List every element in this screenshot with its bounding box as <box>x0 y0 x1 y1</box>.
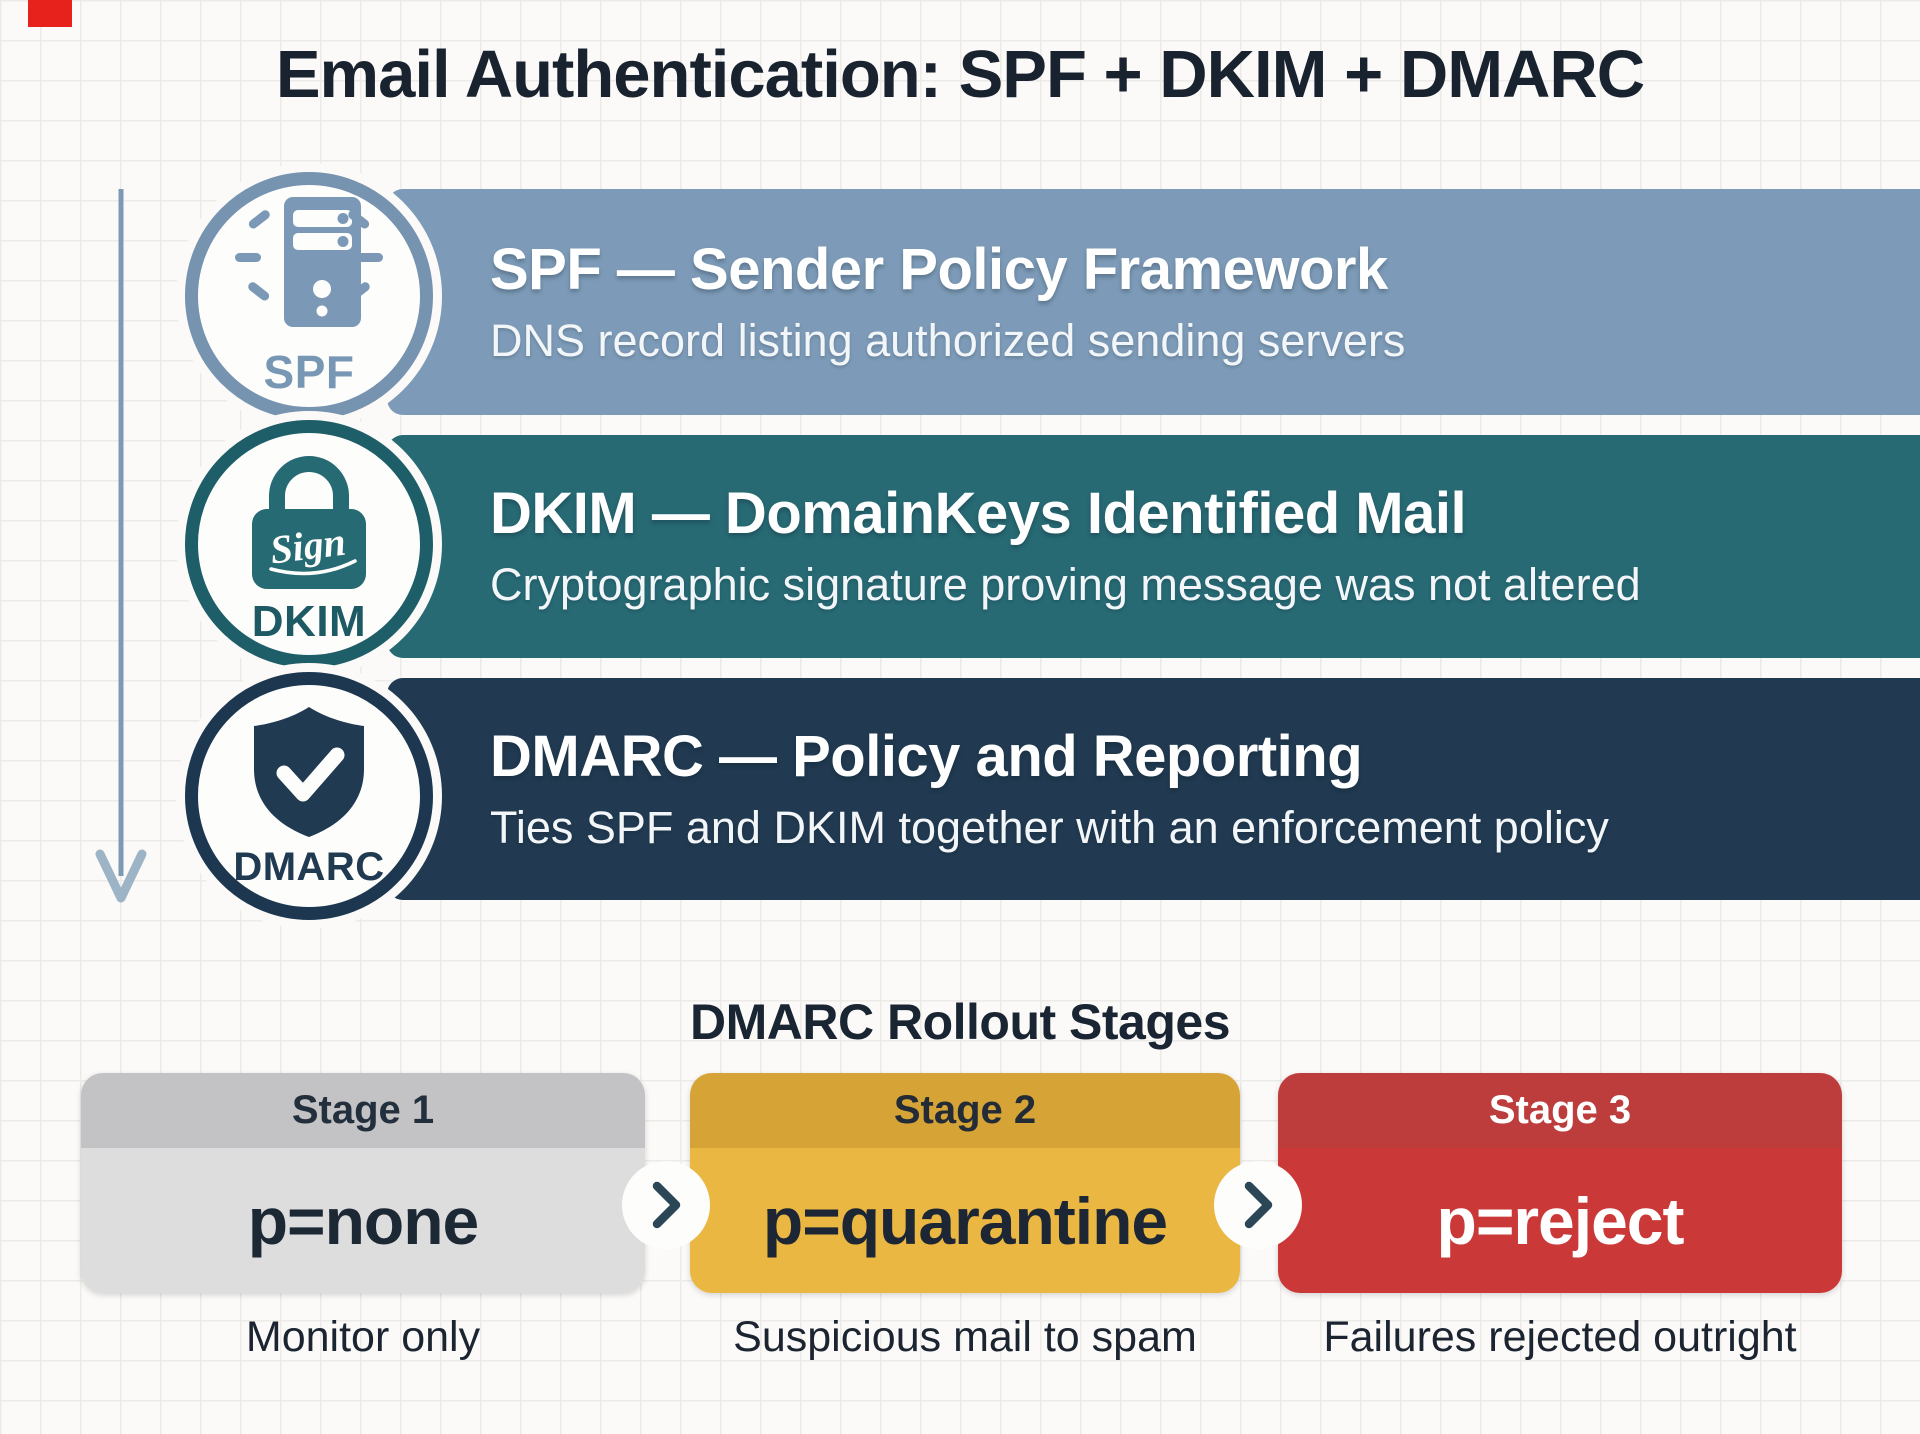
shield-check-icon <box>254 706 364 837</box>
stage-3-header: Stage 3 <box>1278 1073 1842 1148</box>
chevron-right-icon <box>652 1181 681 1229</box>
dmarc-subtitle: Ties SPF and DKIM together with an enfor… <box>490 801 1609 853</box>
page-title: Email Authentication: SPF + DKIM + DMARC <box>275 37 1645 112</box>
dkim-subtitle: Cryptographic signature proving message … <box>490 559 1641 611</box>
stage-1-policy: p=none <box>81 1148 645 1293</box>
dmarc-badge: DMARC <box>185 672 433 920</box>
dmarc-heading: DMARC — Policy and Reporting <box>490 723 1363 789</box>
stage-3-policy: p=reject <box>1278 1148 1842 1293</box>
dkim-badge-label: DKIM <box>251 597 367 646</box>
stage-2-policy: p=quarantine <box>690 1148 1240 1293</box>
dkim-heading: DKIM — DomainKeys Identified Mail <box>490 481 1467 547</box>
spf-bar: SPF — Sender Policy Framework DNS record… <box>387 189 1920 415</box>
stage-box-3: Stage 3 p=reject <box>1278 1073 1842 1293</box>
dkim-badge: Sign DKIM <box>185 420 433 668</box>
dkim-bar: DKIM — DomainKeys Identified Mail Crypto… <box>387 435 1920 658</box>
padlock-sign-icon: Sign <box>252 456 366 589</box>
server-icon <box>235 197 383 327</box>
dmarc-badge-label: DMARC <box>233 844 385 889</box>
flow-arrow-down <box>95 189 147 903</box>
stage-3-caption: Failures rejected outright <box>1323 1313 1797 1361</box>
svg-text:Sign: Sign <box>268 519 349 573</box>
stage-2-header: Stage 2 <box>690 1073 1240 1148</box>
stage-2-caption: Suspicious mail to spam <box>733 1313 1197 1361</box>
dmarc-bar: DMARC — Policy and Reporting Ties SPF an… <box>387 678 1920 900</box>
stage-box-1: Stage 1 p=none <box>81 1073 645 1293</box>
stage-box-2: Stage 2 p=quarantine <box>690 1073 1240 1293</box>
stage-1-caption: Monitor only <box>245 1313 481 1361</box>
next-stage-chevron-1 <box>622 1161 710 1249</box>
red-badge <box>28 0 72 27</box>
spf-badge-label: SPF <box>263 346 355 398</box>
chevron-right-icon <box>1244 1181 1273 1229</box>
rollout-title: DMARC Rollout Stages <box>690 994 1231 1050</box>
spf-subtitle: DNS record listing authorized sending se… <box>490 314 1406 366</box>
stage-1-header: Stage 1 <box>81 1073 645 1148</box>
next-stage-chevron-2 <box>1214 1161 1302 1249</box>
spf-heading: SPF — Sender Policy Framework <box>490 236 1388 302</box>
spf-badge: SPF <box>185 172 433 420</box>
